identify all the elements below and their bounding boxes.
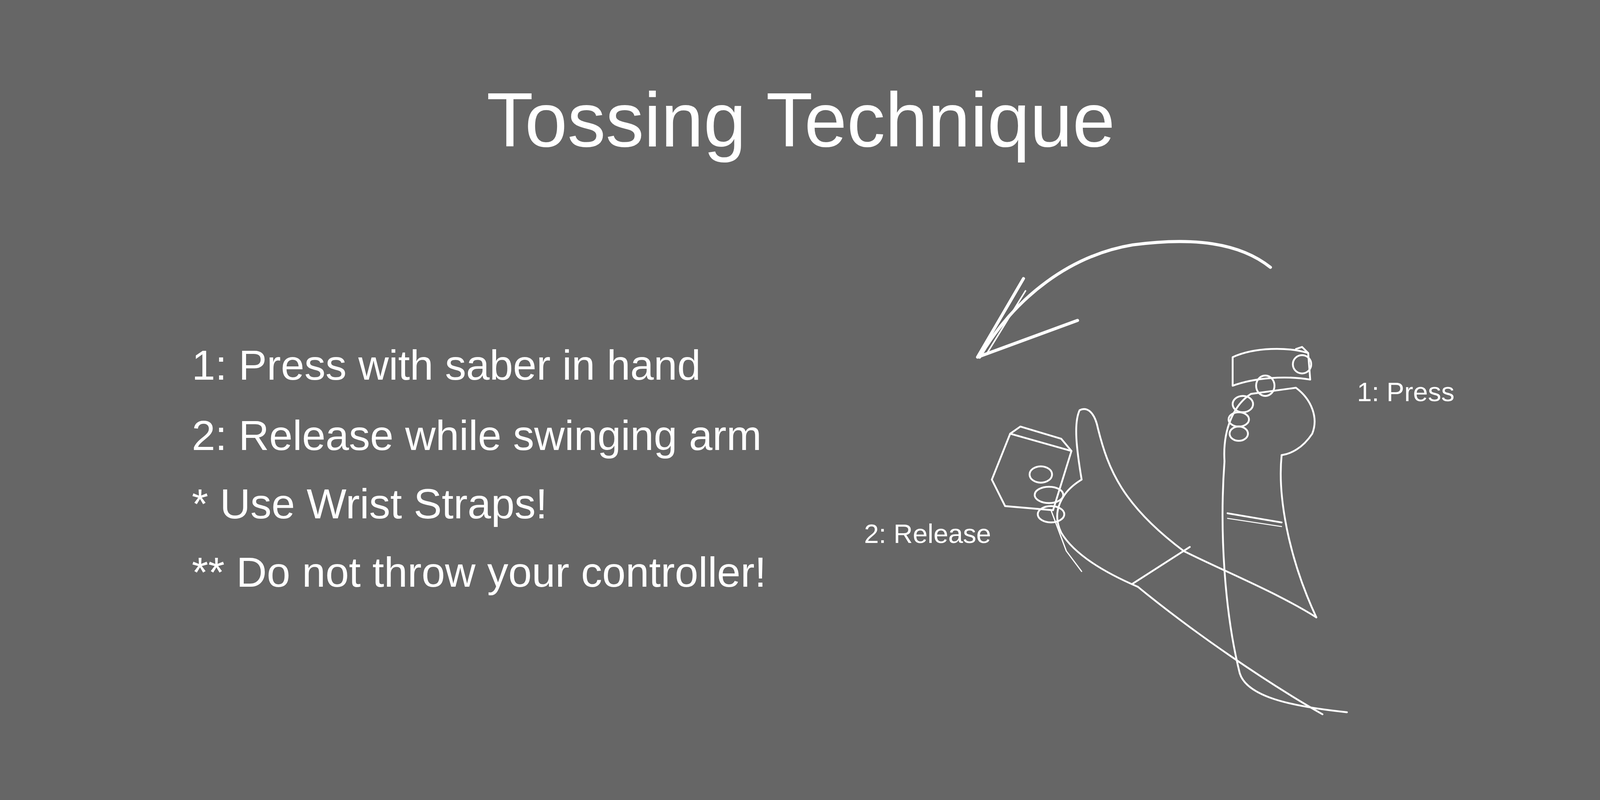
open-hand	[1057, 408, 1184, 587]
arm-outline	[1183, 551, 1317, 618]
finger	[1037, 506, 1065, 523]
finger	[1228, 412, 1249, 427]
swing-arrow-inner	[987, 290, 1026, 352]
finger	[1034, 486, 1064, 504]
fist	[1224, 387, 1315, 462]
finger	[1232, 396, 1254, 413]
step-text: 2: Release while swinging arm	[191, 411, 762, 460]
wrist-strap-cord	[1051, 510, 1082, 572]
controller-ring	[1232, 348, 1311, 386]
arm-outline	[1222, 461, 1347, 713]
page-title: Tossing Technique	[486, 76, 1115, 165]
controller-button	[1292, 355, 1312, 374]
swing-arrow-head	[977, 278, 1078, 358]
controller-top	[1296, 346, 1309, 354]
releasing-arm	[991, 408, 1323, 715]
controller-ring	[991, 433, 1072, 511]
finger	[1229, 426, 1249, 442]
note-text: * Use Wrist Straps!	[191, 479, 548, 529]
callout-label: 2: Release	[864, 518, 992, 549]
arm-outline	[1280, 455, 1317, 618]
controller-top	[1010, 426, 1072, 452]
note-text: ** Do not throw your controller!	[191, 548, 767, 597]
arm-outline	[1137, 586, 1323, 715]
finger	[1029, 466, 1052, 483]
step-text: 1: Press with saber in hand	[191, 341, 701, 390]
wrist-strap	[1227, 513, 1282, 523]
wrist-strap	[1132, 546, 1190, 584]
wrist-strap	[1227, 518, 1282, 527]
swing-arrow	[977, 241, 1271, 358]
callout-label: 1: Press	[1357, 376, 1455, 408]
pressing-arm	[1222, 346, 1347, 713]
